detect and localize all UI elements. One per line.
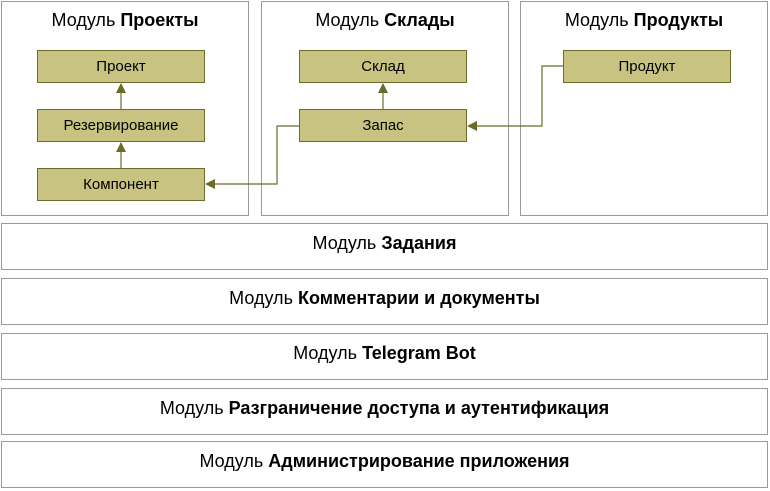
module-layer-app-admin: Модуль Администрирование приложения (1, 441, 768, 488)
layer-title: Модуль Администрирование приложения (2, 451, 767, 472)
module-prefix: Модуль (312, 233, 377, 253)
entity-project: Проект (37, 50, 205, 83)
module-name: Задания (381, 233, 457, 253)
module-prefix: Модуль (51, 10, 116, 30)
entity-warehouse: Склад (299, 50, 467, 83)
module-products-title: Модуль Продукты (521, 10, 767, 31)
module-prefix: Модуль (564, 10, 629, 30)
arrow-product-to-stock (467, 65, 563, 131)
module-layer-telegram-bot: Модуль Telegram Bot (1, 333, 768, 380)
entity-reservation: Резервирование (37, 109, 205, 142)
module-name: Продукты (633, 10, 724, 30)
layer-title: Модуль Разграничение доступа и аутентифи… (2, 398, 767, 419)
module-layer-access-auth: Модуль Разграничение доступа и аутентифи… (1, 388, 768, 435)
module-projects-title: Модуль Проекты (2, 10, 248, 31)
module-prefix: Модуль (315, 10, 380, 30)
entity-product: Продукт (563, 50, 731, 83)
entity-component: Компонент (37, 168, 205, 201)
entity-stock: Запас (299, 109, 467, 142)
module-name: Разграничение доступа и аутентификация (228, 398, 610, 418)
module-name: Telegram Bot (362, 343, 476, 363)
module-prefix: Модуль (293, 343, 358, 363)
module-layer-comments-docs: Модуль Комментарии и документы (1, 278, 768, 325)
module-warehouses: Модуль Склады (261, 1, 509, 216)
module-products: Модуль Продукты (520, 1, 768, 216)
module-name: Склады (384, 10, 455, 30)
arrow-stock-to-component (205, 125, 299, 189)
layer-title: Модуль Telegram Bot (2, 343, 767, 364)
module-name: Администрирование приложения (268, 451, 570, 471)
module-prefix: Модуль (199, 451, 264, 471)
module-layer-tasks: Модуль Задания (1, 223, 768, 270)
layer-title: Модуль Комментарии и документы (2, 288, 767, 309)
module-name: Проекты (120, 10, 199, 30)
module-prefix: Модуль (229, 288, 293, 308)
layer-title: Модуль Задания (2, 233, 767, 254)
module-name: Комментарии и документы (297, 288, 540, 308)
module-warehouses-title: Модуль Склады (262, 10, 508, 31)
module-prefix: Модуль (159, 398, 224, 418)
